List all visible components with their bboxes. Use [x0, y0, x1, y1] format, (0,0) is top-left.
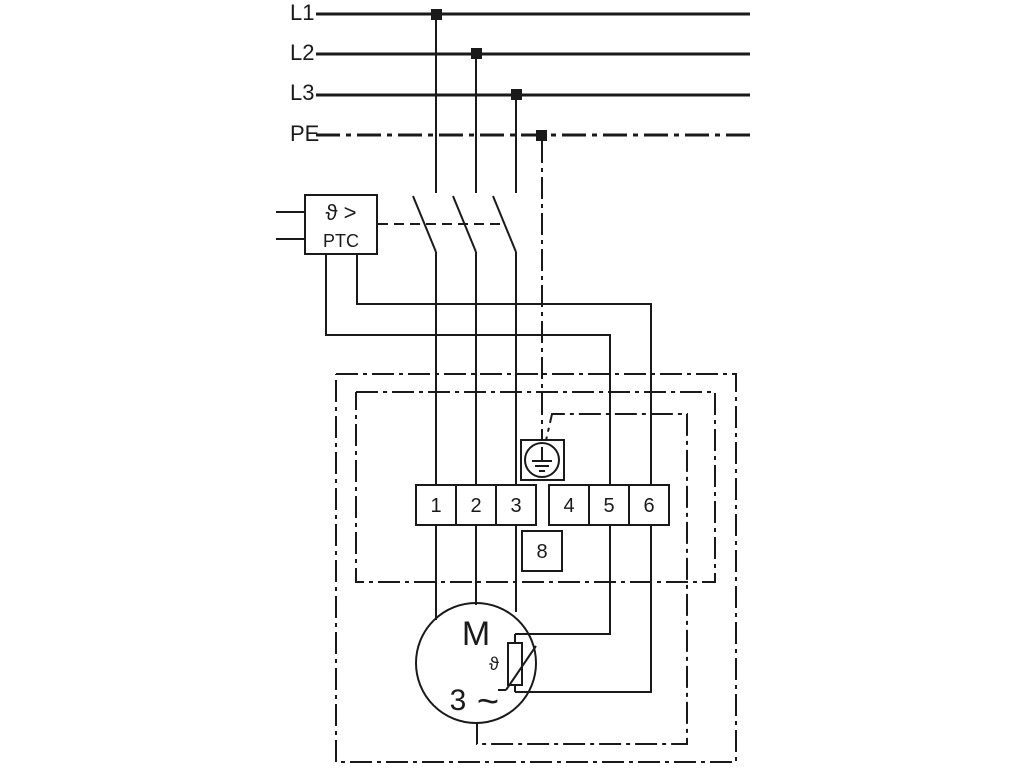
junction-pe: [536, 130, 547, 141]
terminal-6-label: 6: [643, 495, 654, 517]
bus-l2: L2: [290, 40, 750, 65]
bus-pe: PE: [290, 121, 750, 146]
enclosure-terminal-box: [355, 391, 716, 583]
bus-label-l3: L3: [290, 80, 314, 105]
terminal-8-label: 8: [536, 541, 547, 563]
thermistor: [498, 633, 537, 693]
junction-l2: [471, 48, 482, 59]
motor-phase-label: 3: [450, 684, 467, 717]
junction-l3: [511, 89, 522, 100]
motor-ac-symbol: ~: [477, 681, 499, 723]
ptc-symbol: ϑ >: [326, 200, 357, 225]
terminal-1-label: 1: [430, 495, 441, 517]
enclosure-outer: [335, 373, 737, 763]
terminal-2-label: 2: [470, 495, 481, 517]
ptc-label: PTC: [323, 231, 359, 251]
terminal-3: [495, 484, 537, 526]
earth-terminal: [520, 439, 565, 481]
terminal-5-label: 5: [603, 495, 614, 517]
contactor: [378, 195, 517, 253]
thermistor-symbol: ϑ: [489, 654, 499, 674]
pe-link: [476, 413, 688, 745]
motor-label: M: [462, 615, 490, 653]
terminal-6: [628, 484, 670, 526]
terminal-4-label: 4: [563, 495, 574, 517]
bus-l1: L1: [290, 0, 750, 25]
terminal-8: [521, 530, 563, 572]
bus-label-l1: L1: [290, 0, 314, 25]
ptc-relay: ϑ > PTC: [276, 194, 378, 255]
terminal-3-label: 3: [510, 495, 521, 517]
bus-l3: L3: [290, 80, 750, 105]
bus-label-pe: PE: [290, 121, 319, 146]
terminal-4: [548, 484, 590, 526]
motor: M 3 ~ ϑ: [415, 602, 537, 724]
bus-label-l2: L2: [290, 40, 314, 65]
terminal-strip: 1 2 3 4 5 6 8: [415, 484, 670, 572]
